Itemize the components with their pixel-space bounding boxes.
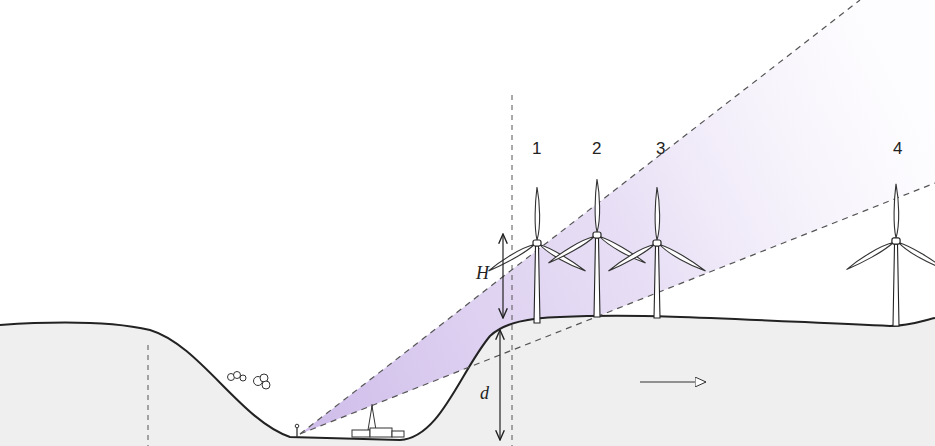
dimension-label: H — [476, 264, 489, 282]
dimension-label: d — [480, 384, 489, 402]
callout-number: 2 — [592, 140, 601, 157]
callout-number: 3 — [656, 140, 665, 157]
callout-number: 1 — [532, 140, 541, 157]
callout-number: 4 — [893, 140, 902, 157]
